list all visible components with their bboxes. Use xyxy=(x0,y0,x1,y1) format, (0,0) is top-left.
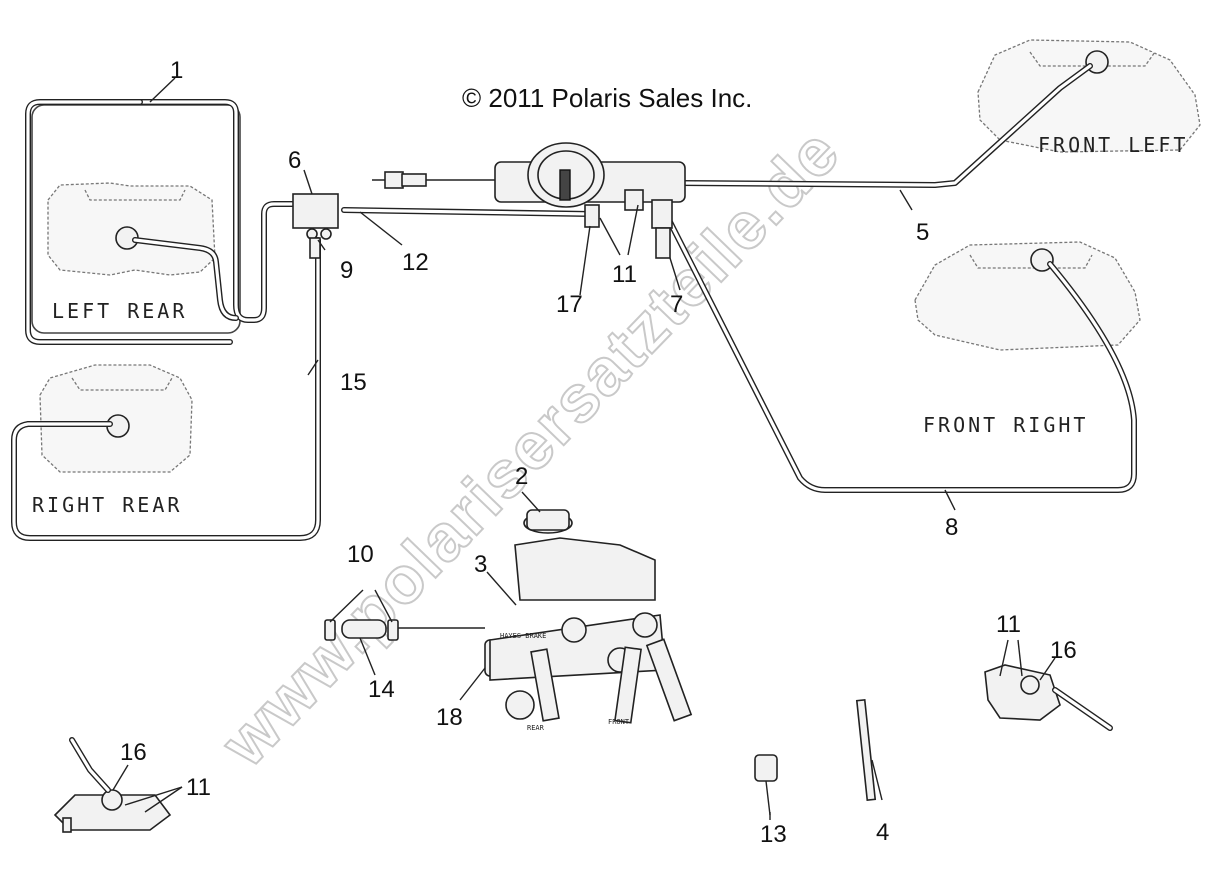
callout-4: 4 xyxy=(876,819,889,846)
callout-9: 9 xyxy=(340,257,353,284)
clevis-and-pins xyxy=(324,619,399,641)
banjo-fitting-right xyxy=(984,664,1113,731)
brake-switch xyxy=(754,754,778,816)
copyright-text: © 2011 Polaris Sales Inc. xyxy=(462,83,752,113)
brake-lines xyxy=(11,63,1137,541)
left-rear-label: LEFT REAR xyxy=(52,299,187,323)
push-rod xyxy=(855,698,877,802)
callout-16-right: 16 xyxy=(1050,637,1077,664)
right-rear-caliper: RIGHT REAR xyxy=(32,364,193,517)
callout-13: 13 xyxy=(760,821,787,848)
proportioning-valve xyxy=(292,193,339,259)
callout-17: 17 xyxy=(556,291,583,318)
rear-port-label: REAR xyxy=(527,724,545,732)
callout-15: 15 xyxy=(340,369,367,396)
callout-5: 5 xyxy=(916,219,929,246)
callout-12: 12 xyxy=(402,249,429,276)
callout-8: 8 xyxy=(945,514,958,541)
callout-16-bottom: 16 xyxy=(120,739,147,766)
callout-11-right: 11 xyxy=(996,611,1021,638)
left-rear-caliper: LEFT REAR xyxy=(31,104,241,334)
callout-14: 14 xyxy=(368,676,395,703)
banjo-fitting-bottom xyxy=(53,737,172,833)
callout-6: 6 xyxy=(288,147,301,174)
front-left-caliper: FRONT LEFT xyxy=(977,39,1201,157)
callout-11-bottom: 11 xyxy=(186,774,211,801)
leader-lines xyxy=(112,77,1056,820)
callout-10: 10 xyxy=(347,541,374,568)
front-port-label: FRONT xyxy=(608,718,630,726)
callout-18: 18 xyxy=(436,704,463,731)
callout-11-top: 11 xyxy=(612,261,637,288)
callout-3: 3 xyxy=(474,551,487,578)
front-right-label: FRONT RIGHT xyxy=(923,413,1088,437)
right-rear-label: RIGHT REAR xyxy=(32,493,182,517)
callout-2: 2 xyxy=(515,463,528,490)
master-cylinder: HAYES BRAKE REAR FRONT xyxy=(395,509,693,732)
callout-7: 7 xyxy=(670,291,683,318)
callout-1: 1 xyxy=(170,57,183,84)
master-cylinder-brand: HAYES BRAKE xyxy=(500,632,546,640)
callouts: 1 2 3 4 5 6 7 8 9 10 11 11 11 12 13 14 1… xyxy=(120,57,1077,848)
front-left-label: FRONT LEFT xyxy=(1038,133,1188,157)
pedal-master-cylinder-assembly xyxy=(372,142,686,259)
